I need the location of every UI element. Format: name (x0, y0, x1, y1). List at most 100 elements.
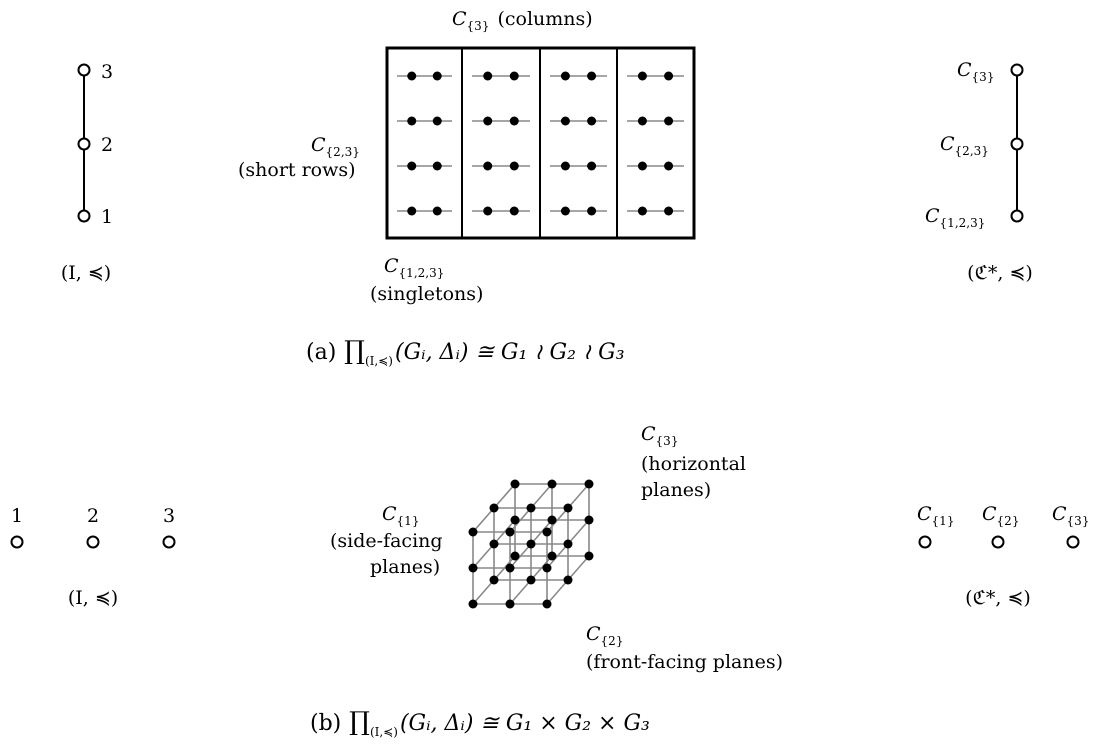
grid-point (637, 206, 647, 216)
c-antichain-node-1 (918, 535, 932, 549)
lattice-point (489, 503, 499, 513)
lattice-point (468, 527, 478, 537)
lattice-edge (567, 519, 590, 545)
lattice-edge (530, 483, 553, 509)
lattice-point (526, 503, 536, 513)
lattice-edge (567, 483, 590, 509)
lattice-point (505, 563, 515, 573)
grid-point (560, 161, 570, 171)
cube-left-note-2: planes) (370, 556, 440, 578)
poset-c-caption: (ℭ*, ≼) (967, 262, 1033, 284)
antichain-label-1: 1 (11, 505, 23, 527)
grid-point (560, 116, 570, 126)
poset-c-chain: C{3} C{2,3} C{1,2,3} (ℭ*, ≼) (925, 59, 1033, 284)
cube-bottom-note: (front-facing planes) (586, 651, 783, 673)
grid-point (560, 206, 570, 216)
poset-c-label-1: C{3} (957, 59, 994, 84)
poset-c-label-3: C{1,2,3} (925, 205, 985, 230)
direct-product-cube (468, 479, 594, 609)
grid-bottom-note: (singletons) (370, 283, 483, 305)
c-antichain-label-2: C{2} (982, 503, 1019, 528)
poset-label-1: 1 (101, 206, 113, 228)
grid-point (637, 71, 647, 81)
antichain-label-3: 3 (163, 505, 175, 527)
antichain-label-2: 2 (87, 505, 99, 527)
grid-point (664, 206, 674, 216)
lattice-point (489, 575, 499, 585)
grid-point (432, 206, 442, 216)
poset-node-c23 (1010, 137, 1024, 151)
lattice-point (505, 599, 515, 609)
grid-point (483, 116, 493, 126)
poset-node-c3 (1010, 63, 1024, 77)
figure-a: 3 2 1 (I, ≼) C{3}(columns) C{2,3} (short… (61, 8, 1033, 368)
lattice-edge (546, 543, 569, 569)
grid-point (483, 71, 493, 81)
lattice-point (489, 539, 499, 549)
cube-bottom-label: C{2} (586, 623, 623, 648)
cube-top-label: C{3} (641, 423, 678, 448)
lattice-point (563, 575, 573, 585)
poset-caption: (I, ≼) (61, 262, 111, 284)
grid-point (560, 71, 570, 81)
grid-point (587, 71, 597, 81)
poset-label-2: 2 (101, 134, 113, 156)
c-antichain-label-3: C{3} (1052, 503, 1089, 528)
grid-point (664, 161, 674, 171)
lattice-point (542, 599, 552, 609)
wreath-product-grid (385, 46, 696, 240)
lattice-point (510, 515, 520, 525)
lattice-point (468, 599, 478, 609)
grid-point (407, 206, 417, 216)
grid-point (407, 71, 417, 81)
lattice-point (584, 479, 594, 489)
grid-point (587, 206, 597, 216)
grid-point (664, 116, 674, 126)
lattice-edge (530, 555, 553, 581)
grid-left-label: C{2,3} (311, 134, 360, 159)
poset-c-antichain: C{1} C{2} C{3} (ℭ*, ≼) (917, 503, 1089, 609)
grid-point (587, 161, 597, 171)
lattice-edge (530, 519, 553, 545)
poset-i-chain: 3 2 1 (I, ≼) (61, 61, 113, 284)
lattice-point (510, 551, 520, 561)
figure-a-caption: (a)∏(I,≼)(Gᵢ, Δᵢ) ≅ G₁ ≀ G₂ ≀ G₃ (306, 336, 625, 368)
lattice-point (542, 527, 552, 537)
lattice-point (510, 479, 520, 489)
grid-point (432, 71, 442, 81)
lattice-edge (546, 507, 569, 533)
lattice-edge (472, 579, 495, 605)
poset-node-2 (77, 137, 91, 151)
cube-top-note-1: (horizontal (641, 453, 746, 475)
grid-left-note: (short rows) (238, 159, 356, 181)
antichain-node-2 (86, 535, 100, 549)
poset-node-c123 (1010, 209, 1024, 223)
poset-i-antichain: 1 2 3 (I, ≼) (10, 505, 176, 609)
figure-b-caption: (b)∏(I,≼)(Gᵢ, Δᵢ) ≅ G₁ × G₂ × G₃ (310, 707, 650, 739)
grid-point (432, 161, 442, 171)
lattice-edge (472, 507, 495, 533)
grid-point (509, 71, 519, 81)
poset-c-label-2: C{2,3} (940, 133, 989, 158)
c-antichain-label-1: C{1} (917, 503, 954, 528)
lattice-point (547, 515, 557, 525)
figure-b: 1 2 3 (I, ≼) C{3} (horizontal planes) C{… (10, 423, 1089, 739)
lattice-point (526, 539, 536, 549)
lattice-edge (546, 579, 569, 605)
lattice-edge (493, 519, 516, 545)
antichain-caption: (I, ≼) (68, 587, 118, 609)
grid-point (509, 161, 519, 171)
lattice-point (584, 515, 594, 525)
grid-bottom-label: C{1,2,3} (384, 255, 444, 280)
poset-node-1 (77, 209, 91, 223)
grid-point (509, 116, 519, 126)
c-antichain-node-3 (1066, 535, 1080, 549)
lattice-point (547, 551, 557, 561)
lattice-edge (509, 579, 532, 605)
lattice-edge (493, 483, 516, 509)
cube-left-label: C{1} (382, 503, 419, 528)
lattice-point (542, 563, 552, 573)
grid-point (483, 161, 493, 171)
lattice-edge (567, 555, 590, 581)
